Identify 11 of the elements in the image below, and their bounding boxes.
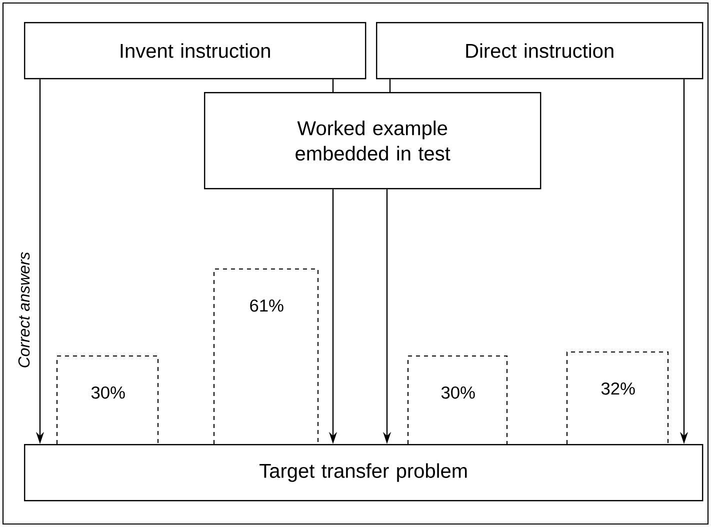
dashed-bar: 61% — [213, 268, 319, 444]
dashed-bar: 30% — [407, 355, 508, 444]
connector-line — [332, 79, 334, 92]
process-box: Worked example embedded in test — [204, 92, 542, 190]
target-box: Target transfer problem — [24, 444, 704, 502]
connector-line — [389, 79, 391, 92]
axis-label: Correct answers — [18, 252, 30, 368]
dashed-bar: 30% — [56, 355, 159, 444]
process-box: Invent instruction — [24, 22, 366, 80]
dashed-bar: 32% — [566, 351, 669, 444]
process-box: Direct instruction — [376, 22, 704, 80]
